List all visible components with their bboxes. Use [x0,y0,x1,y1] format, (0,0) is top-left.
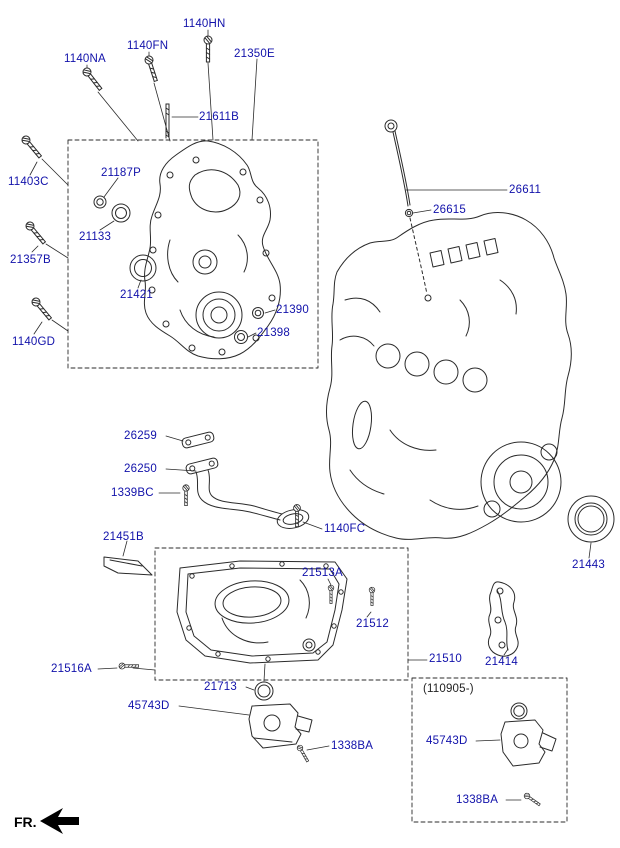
part-label-1338ba-variant: 1338BA [456,794,499,806]
bolt-1140gd [29,295,54,322]
oring-21133 [111,203,131,223]
bolt-11403c [19,133,44,160]
part-label-21510: 21510 [429,653,462,665]
part-label-1140fc: 1140FC [324,523,366,535]
part-label-45743d: 45743D [128,700,170,712]
bolt-21512 [368,586,376,606]
part-label-21357b: 21357B [10,254,51,266]
gasket-26259 [181,431,215,449]
oil-screen-drawing [181,431,310,529]
oil-level-sensor-drawing [248,681,313,749]
assembly-group-boxes [67,139,568,823]
part-label-26615: 26615 [433,204,466,216]
part-label-21414: 21414 [485,656,518,668]
stud-21611b [165,103,170,139]
oring-26615 [404,208,414,218]
part-label-26259: 26259 [124,430,157,442]
bolt-1140na [80,65,105,93]
timing-cover-drawing [143,140,281,360]
seal-21421 [129,254,157,282]
part-label-11403c: 11403C [8,176,49,188]
bolt-1338ba [295,743,311,764]
part-label-21421: 21421 [120,289,153,301]
part-label-21611b: 21611B [199,111,239,123]
oil-level-sensor-variant-drawing [500,702,557,767]
bolt-1339bc [182,484,190,507]
oring-21713 [254,681,274,701]
oring-21390 [252,307,264,319]
oil-pan-group-box [154,547,409,681]
timing-cover-group-box [67,139,319,369]
part-label-21350e: 21350E [234,48,275,60]
oring-21187p [93,195,107,209]
bolt-1140fn [143,54,161,83]
part-label-21398: 21398 [257,327,290,339]
part-label-21187p: 21187P [101,167,141,179]
cover-seal-rings [93,195,264,344]
part-label-1140na: 1140NA [64,53,106,65]
dipstick-drawing [384,119,428,295]
part-label-21451b: 21451B [103,531,144,543]
oring-21398 [234,330,248,344]
bracket-21414-drawing [487,581,519,657]
leader-lines [29,29,592,801]
bolt-1338ba-variant [522,791,542,808]
part-label-1338ba: 1338BA [331,740,374,752]
part-label-21390: 21390 [276,304,309,316]
part-label-21513a: 21513A [302,567,343,579]
baffle-drawing [103,556,153,576]
part-label-1140fn: 1140FN [127,40,169,52]
part-label-45743d-variant: 45743D [426,735,468,747]
engine-block-drawing [326,212,572,540]
oring-variant [510,702,528,720]
part-label-1140hn: 1140HN [183,18,226,30]
crankshaft-seal-drawing [567,495,615,543]
part-label-21133: 21133 [79,231,112,243]
part-label-26250: 26250 [124,463,157,475]
part-label-21443: 21443 [572,559,605,571]
bolt-1140hn [203,35,213,63]
oil-pan-drawing [176,560,348,664]
part-label-26611: 26611 [509,184,542,196]
part-label-21516a: 21516A [51,663,92,675]
part-label-1140gd: 1140GD [12,336,56,348]
part-label-1339bc: 1339BC [111,487,154,499]
fr-direction-label: FR. [14,814,37,830]
screen-flange-26250 [185,457,219,475]
fr-arrow-icon [40,808,79,834]
variant-group-box [411,677,568,823]
bolt-21357b [23,219,48,246]
part-label-21713: 21713 [204,681,237,693]
part-label-21512: 21512 [356,618,389,630]
variant-date-note: (110905-) [423,683,474,695]
